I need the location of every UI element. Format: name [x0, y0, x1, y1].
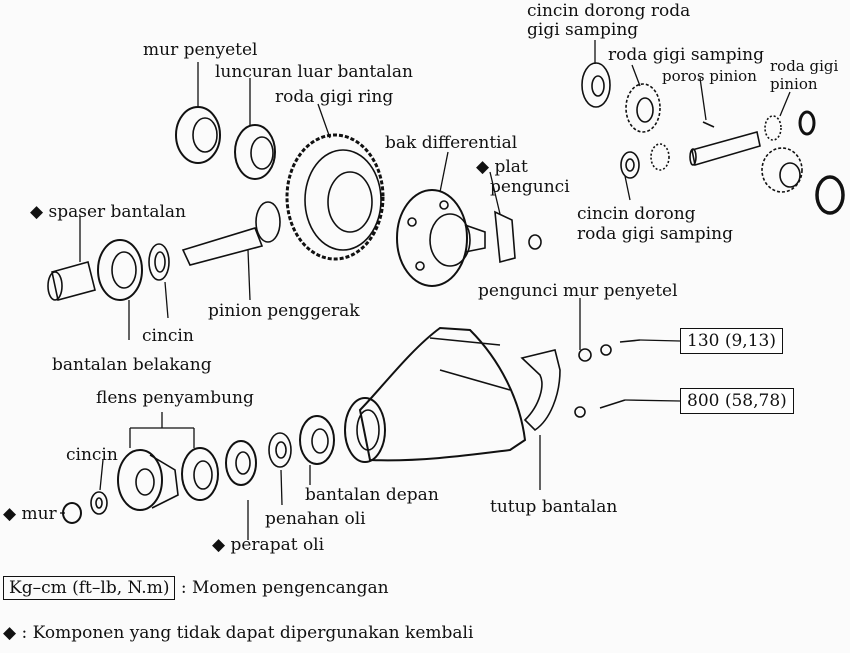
label-mur: ◆ mur: [3, 504, 57, 524]
thrust-washer-top: [581, 62, 611, 108]
label-luncuran-luar: luncuran luar bantalan: [215, 62, 413, 82]
label-bantalan-depan: bantalan depan: [305, 485, 439, 505]
companion-flange: [117, 449, 179, 511]
legend-nonreusable-text: : Komponen yang tidak dapat dipergunakan…: [21, 623, 474, 643]
legend-torque: Kg–cm (ft–lb, N.m) : Momen pengencangan: [3, 576, 389, 600]
label-flens-penyambung: flens penyambung: [96, 388, 254, 408]
nut: [62, 502, 82, 524]
label-bantalan-belakang: bantalan belakang: [52, 355, 212, 375]
side-gear-top: [625, 83, 661, 133]
oil-seal: [181, 447, 219, 501]
label-cincin-dorong-top: cincin dorong roda: [527, 1, 691, 21]
label-roda-gigi-samping: roda gigi samping: [608, 45, 764, 65]
carrier-housing: [344, 326, 527, 463]
label-cincin-dorong-bottom-2: roda gigi samping: [577, 224, 733, 244]
adjusting-nut: [175, 106, 221, 164]
bearing-spacer: [47, 261, 96, 301]
label-cincin-2: cincin: [66, 445, 118, 465]
label-plat-pengunci-2: pengunci: [490, 177, 570, 197]
thrust-washer-bottom: [620, 143, 670, 179]
label-cincin-dorong-top-2: gigi samping: [527, 20, 639, 40]
label-perapat-oli: ◆ perapat oli: [212, 535, 325, 555]
legend-bullet: ◆: [3, 623, 17, 643]
bearing-cap: [520, 339, 641, 432]
washer-1: [148, 243, 170, 281]
oil-slinger: [225, 440, 257, 486]
legend-unit-box: Kg–cm (ft–lb, N.m): [3, 576, 176, 600]
label-pinion-penggerak: pinion penggerak: [208, 301, 360, 321]
lock-plate: [494, 210, 542, 264]
rear-bearing: [97, 239, 143, 301]
label-pengunci-mur: pengunci mur penyetel: [478, 281, 678, 301]
torque-box-1: 130 (9,13): [680, 328, 783, 354]
label-bak-differential: bak differential: [385, 133, 518, 153]
pinion-shaft: [689, 121, 761, 167]
washer-2: [90, 491, 108, 515]
pinion-gears-right: [761, 110, 845, 215]
torque-box-2: 800 (58,78): [680, 388, 794, 414]
drive-pinion: [181, 201, 281, 266]
legend-nonreusable: ◆ : Komponen yang tidak dapat dipergunak…: [3, 623, 473, 643]
label-roda-gigi-ring: roda gigi ring: [275, 87, 394, 107]
legend-unit-desc: : Momen pengencangan: [180, 578, 389, 598]
label-tutup-bantalan: tutup bantalan: [490, 497, 618, 517]
washer-front: [268, 432, 292, 468]
ring-gear: [285, 133, 385, 261]
label-roda-gigi-pinion-2: pinion: [770, 75, 818, 93]
label-cincin-dorong-bottom: cincin dorong: [577, 204, 696, 224]
label-mur-penyetel: mur penyetel: [143, 40, 258, 60]
label-penahan-oli: penahan oli: [265, 509, 366, 529]
front-bearing: [299, 415, 335, 465]
label-cincin-1: cincin: [142, 326, 194, 346]
differential-case: [396, 189, 486, 287]
label-roda-gigi-pinion: roda gigi: [770, 57, 839, 75]
label-poros-pinion: poros pinion: [662, 67, 757, 85]
label-plat-pengunci: ◆ plat: [476, 157, 528, 177]
label-spaser-bantalan: ◆ spaser bantalan: [30, 202, 186, 222]
bearing-outer-race: [234, 124, 276, 180]
leader-lines: [60, 40, 791, 540]
